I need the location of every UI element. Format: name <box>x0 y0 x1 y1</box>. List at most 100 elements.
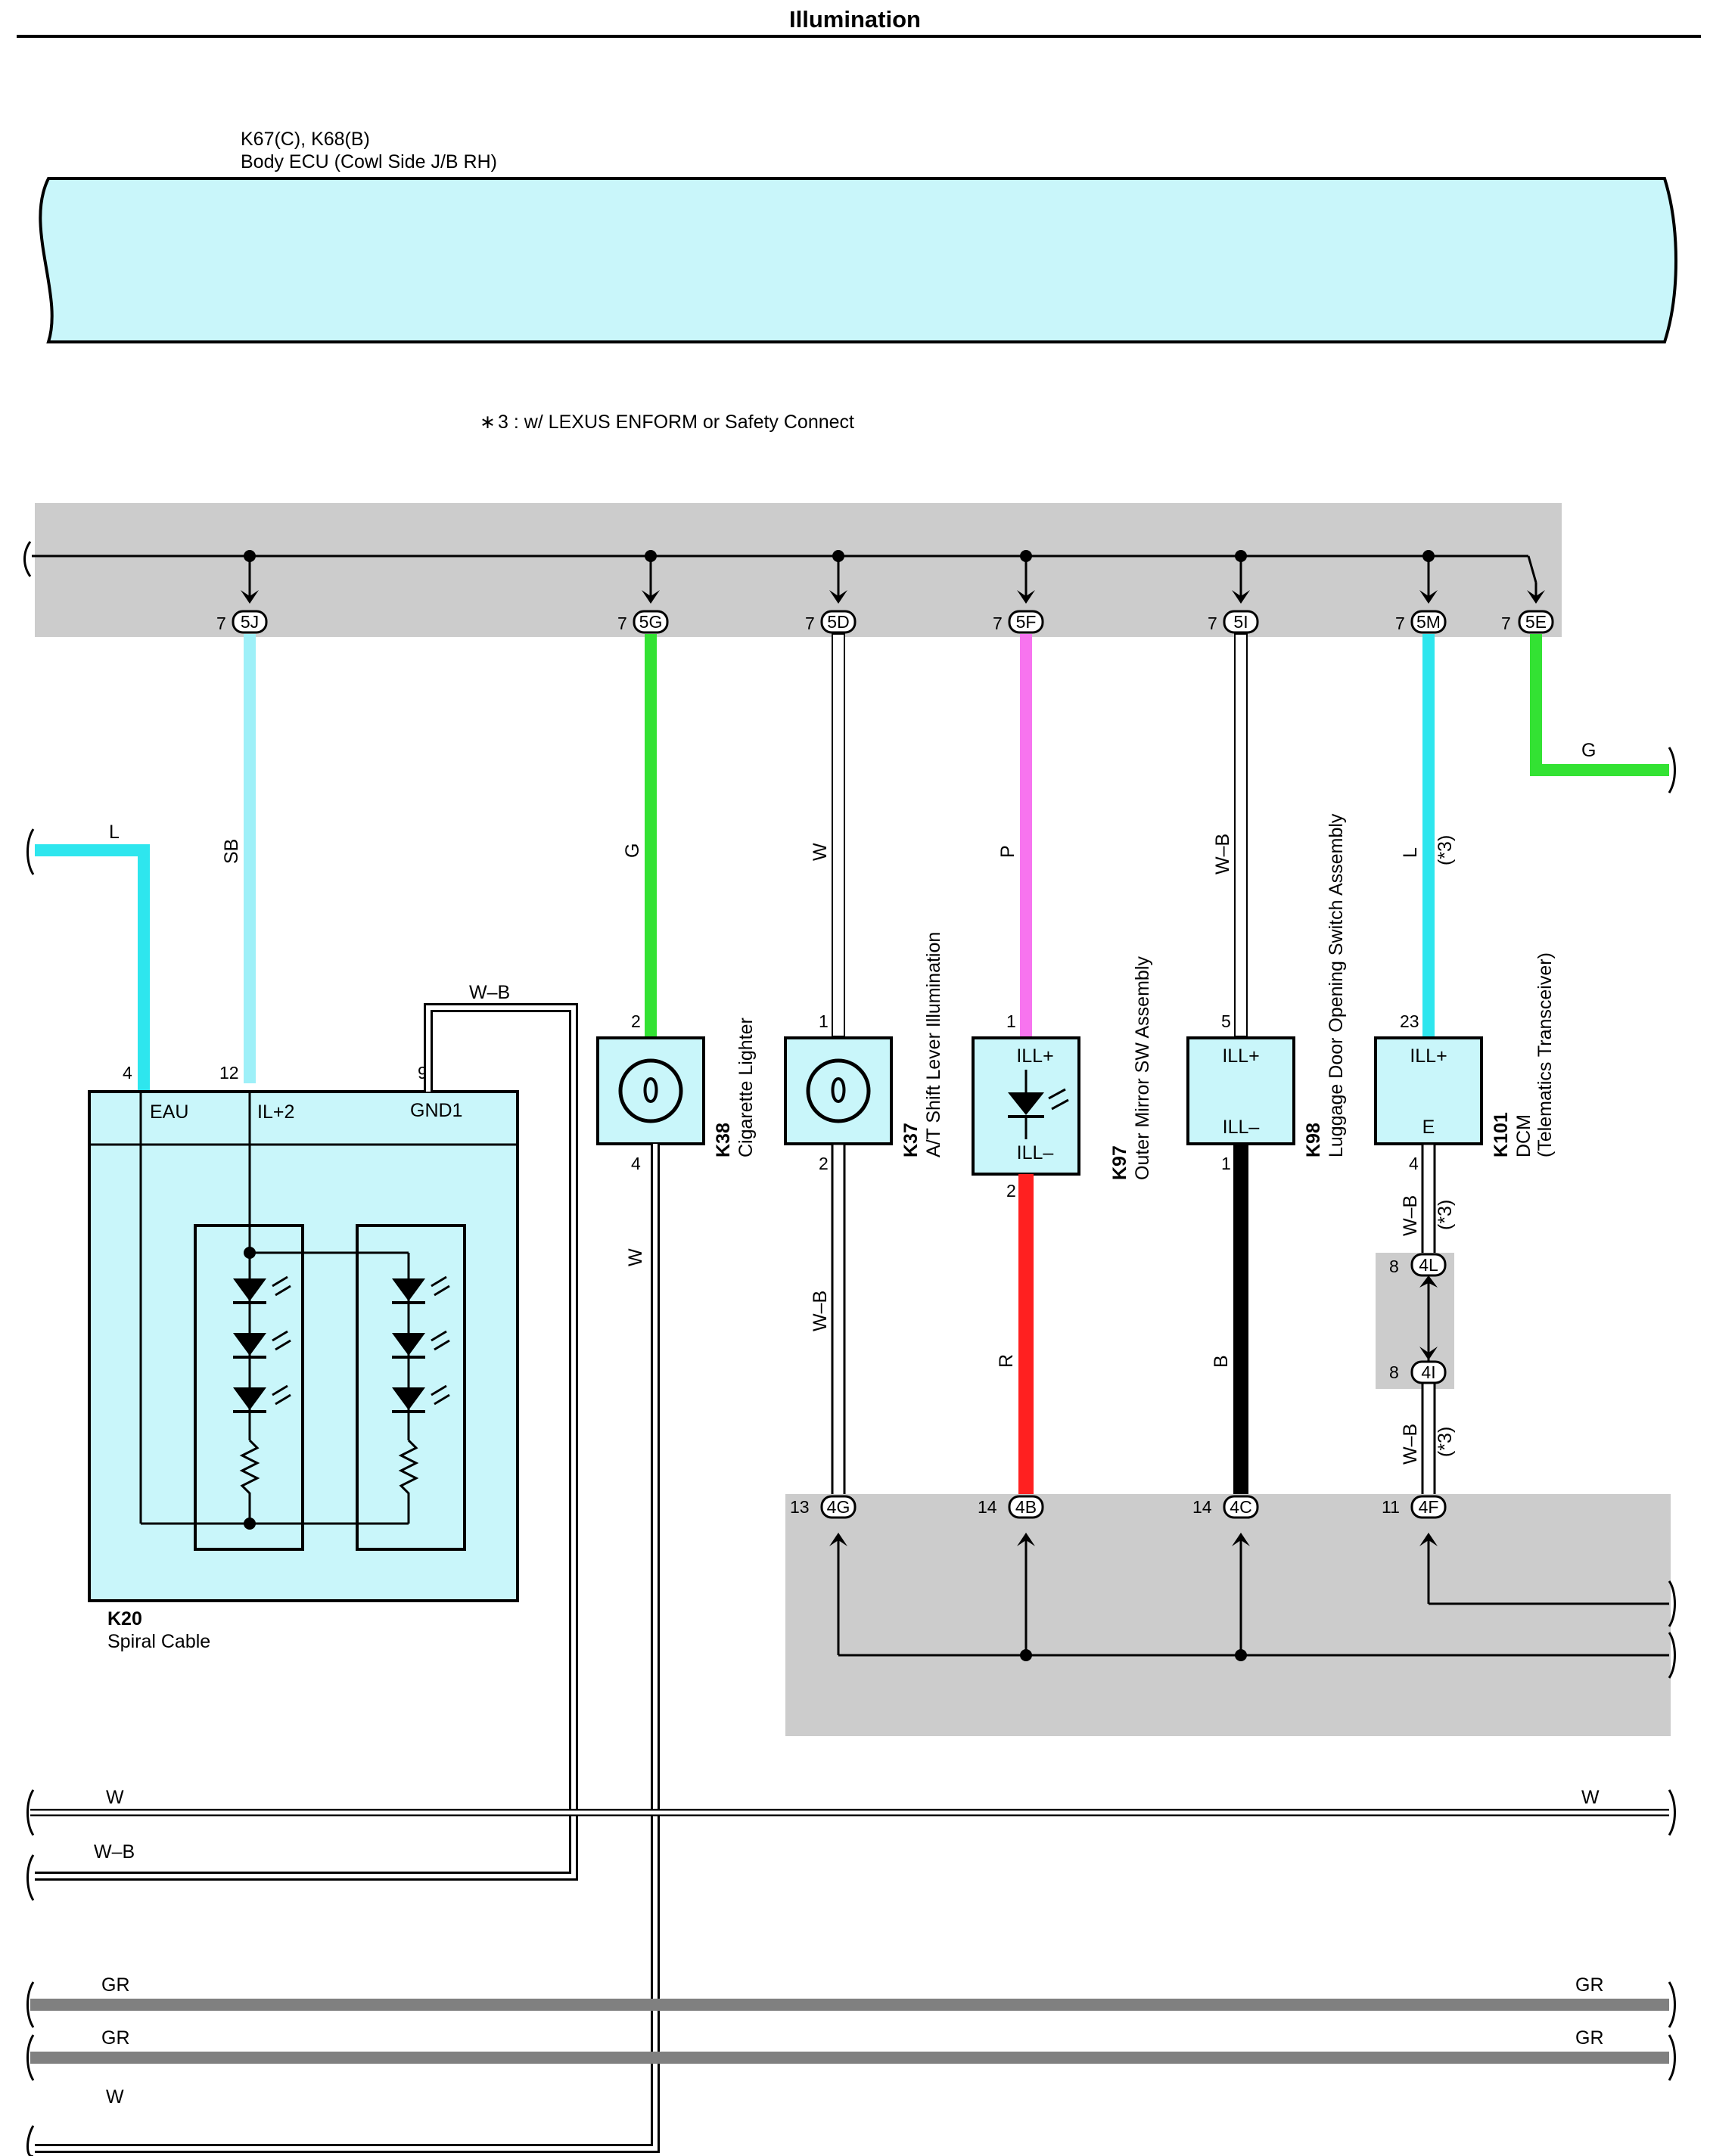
top-connector-5j: 7 5J <box>216 550 268 634</box>
wire-w-k37 <box>832 633 845 1037</box>
svg-text:13: 13 <box>790 1497 810 1517</box>
top-connector-5i: 7 5I <box>1208 550 1259 634</box>
ecu-code: K67(C), K68(B) <box>241 129 370 150</box>
k101-dcm: ILL+ E 23 4 <box>1374 1011 1483 1173</box>
top-connector-5g: 7 5G <box>617 550 669 634</box>
k37-shift-lever-illumination: 1 2 <box>784 1011 893 1173</box>
bottom-bus-ground-break <box>1668 1632 1676 1679</box>
svg-text:5G: 5G <box>639 612 663 632</box>
svg-text:14: 14 <box>978 1497 997 1517</box>
svg-text:5J: 5J <box>241 612 259 632</box>
svg-text:7: 7 <box>1208 614 1217 633</box>
svg-text:ILL+: ILL+ <box>1016 1045 1053 1067</box>
svg-text:5I: 5I <box>1233 612 1248 632</box>
k97-outer-mirror-sw: ILL+ ILL– 1 2 <box>972 1011 1080 1201</box>
wire-w-k38-inner <box>35 1144 658 2151</box>
ecu-name: Body ECU (Cowl Side J/B RH) <box>241 151 497 172</box>
svg-text:1: 1 <box>819 1011 829 1031</box>
note-text: 3 : w/ LEXUS ENFORM or Safety Connect <box>498 412 854 433</box>
svg-text:2: 2 <box>1006 1181 1016 1201</box>
k20-name: Spiral Cable <box>107 1631 210 1652</box>
svg-text:4L: 4L <box>1419 1255 1438 1275</box>
wire-wb-k101-upper-label: W–B <box>1400 1195 1421 1236</box>
bottom-wire-gr-2-left: GR <box>101 2027 130 2049</box>
svg-text:1: 1 <box>1006 1011 1016 1031</box>
wire-g-5e <box>1530 634 1542 776</box>
k98-code: K98 <box>1303 1123 1324 1157</box>
top-bus-break <box>23 541 32 577</box>
wire-l-k20-label: L <box>109 822 120 843</box>
wire-wb-k101-upper-note: (*3) <box>1435 1200 1456 1230</box>
top-connector-5e: 7 5E <box>1501 582 1554 634</box>
k101-code: K101 <box>1491 1112 1512 1157</box>
wire-l-label: L <box>1400 847 1421 858</box>
bottom-wire-w-2-break <box>26 2125 35 2156</box>
k38-code: K38 <box>713 1123 734 1157</box>
wire-wb-k37-label: W–B <box>810 1291 831 1331</box>
wire-wb-k37 <box>831 1142 846 1498</box>
k37-code: K37 <box>900 1123 922 1157</box>
svg-text:23: 23 <box>1400 1011 1419 1031</box>
wire-g-k38 <box>645 634 657 1036</box>
svg-text:8: 8 <box>1389 1257 1399 1276</box>
wire-b <box>1233 1144 1248 1496</box>
svg-text:2: 2 <box>819 1154 829 1173</box>
page-title: Illumination <box>789 6 921 33</box>
note-asterisk: ∗ <box>480 412 496 433</box>
bottom-bus-4f-break <box>1668 1580 1676 1627</box>
wire-wb-k101-lower <box>1421 1381 1436 1498</box>
wire-g-5e-horizontal <box>1530 764 1669 776</box>
bottom-wire-gr-1-right: GR <box>1575 1974 1604 1996</box>
svg-text:8: 8 <box>1389 1362 1399 1382</box>
k20-spiral-cable: 4 12 9 EAU IL+2 GND1 <box>88 1063 519 1602</box>
svg-text:GND1: GND1 <box>410 1100 462 1121</box>
wire-wb-k101-upper <box>1421 1142 1436 1256</box>
svg-text:4B: 4B <box>1015 1497 1037 1517</box>
mid-connector-4i: 8 4I <box>1389 1360 1447 1384</box>
wire-w-label: W <box>810 843 831 861</box>
k101-name: DCM <box>1513 1114 1534 1157</box>
k97-name: Outer Mirror SW Assembly <box>1132 956 1153 1180</box>
wire-l-k101 <box>1422 634 1435 1036</box>
svg-text:ILL+: ILL+ <box>1410 1045 1447 1067</box>
wire-sb <box>244 634 256 1083</box>
svg-text:ILL+: ILL+ <box>1222 1045 1259 1067</box>
k101-sub: (Telematics Transceiver) <box>1534 952 1556 1157</box>
svg-text:4I: 4I <box>1421 1362 1435 1382</box>
svg-text:IL+2: IL+2 <box>257 1101 294 1123</box>
bottom-junction-block <box>785 1494 1671 1736</box>
svg-text:4: 4 <box>631 1154 641 1173</box>
svg-text:11: 11 <box>1382 1497 1400 1517</box>
svg-text:E: E <box>1422 1117 1435 1138</box>
k97-code: K97 <box>1109 1145 1130 1180</box>
svg-text:5F: 5F <box>1016 612 1037 632</box>
svg-text:7: 7 <box>216 614 226 633</box>
svg-text:12: 12 <box>219 1063 239 1083</box>
svg-text:7: 7 <box>1501 614 1511 633</box>
svg-text:4C: 4C <box>1230 1497 1251 1517</box>
mid-connector-4l: 8 4L <box>1389 1253 1447 1363</box>
svg-text:4: 4 <box>1409 1154 1419 1173</box>
wire-wb-k20-inner <box>35 1005 576 1878</box>
bottom-wire-wb-left: W–B <box>94 1841 135 1862</box>
svg-text:5D: 5D <box>827 612 849 632</box>
wire-p-label: P <box>997 845 1018 858</box>
svg-text:4G: 4G <box>827 1497 850 1517</box>
k37-name: A/T Shift Lever Illumination <box>923 932 944 1157</box>
wire-sb-label: SB <box>221 839 242 864</box>
top-junction-block <box>35 503 1562 637</box>
wire-l-note: (*3) <box>1435 835 1456 865</box>
k38-cigarette-lighter: 2 4 <box>596 1011 705 1173</box>
svg-text:7: 7 <box>1395 614 1405 633</box>
svg-text:7: 7 <box>805 614 815 633</box>
svg-text:ILL–: ILL– <box>1017 1142 1054 1163</box>
wire-wb-k101-lower-note: (*3) <box>1435 1427 1456 1457</box>
svg-text:14: 14 <box>1192 1497 1212 1517</box>
bottom-wire-gr-1 <box>26 1981 1676 2028</box>
k38-name: Cigarette Lighter <box>735 1017 757 1157</box>
wire-w-k38-label: W <box>625 1248 646 1266</box>
svg-text:5: 5 <box>1221 1011 1231 1031</box>
bottom-wire-wb-break <box>26 1854 35 1901</box>
wire-wb-k98-label: W–B <box>1212 834 1233 875</box>
